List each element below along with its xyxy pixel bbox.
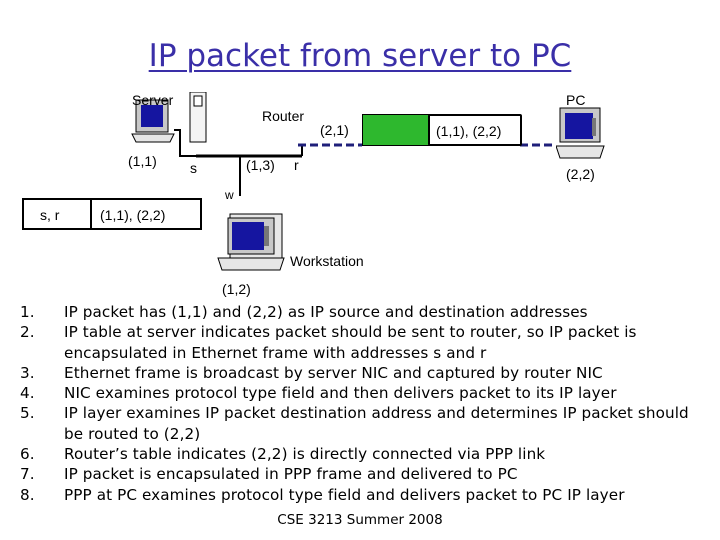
router-nic-label: r: [294, 157, 299, 173]
list-item: 2. IP table at server indicates packet sh…: [20, 322, 710, 363]
step-text: Router’s table indicates (2,2) is direct…: [64, 445, 546, 464]
eth-payload-box: (1,1), (2,2): [90, 198, 202, 230]
step-text: NIC examines protocol type field and the…: [64, 384, 617, 403]
ppp-frame-box: (1,1), (2,2): [428, 114, 522, 146]
step-number: 2.: [20, 323, 35, 342]
eth-frame-addresses: s, r: [40, 207, 60, 223]
list-item: 7. IP packet is encapsulated in PPP frame…: [20, 464, 710, 484]
pc-icon: [556, 107, 605, 159]
server-nic-label: s: [190, 160, 197, 176]
step-number: 4.: [20, 384, 35, 403]
router-label: Router: [262, 108, 305, 124]
slide-title: IP packet from server to PC: [148, 38, 572, 74]
list-item: 6. Router’s table indicates (2,2) is dire…: [20, 444, 710, 464]
router-eth-address: (1,3): [246, 157, 275, 173]
footer: CSE 3213 Summer 2008: [277, 512, 443, 528]
step-text: IP layer examines IP packet destination …: [64, 404, 689, 443]
workstation-label: Workstation: [290, 253, 364, 269]
workstation-address: (1,2): [222, 281, 251, 297]
router-ppp-address: (2,1): [320, 122, 349, 138]
step-text: IP packet is encapsulated in PPP frame a…: [64, 465, 518, 484]
ppp-frame-addresses: (1,1), (2,2): [436, 123, 502, 139]
pc-address: (2,2): [566, 166, 595, 182]
list-item: 8. PPP at PC examines protocol type field…: [20, 485, 710, 505]
list-item: 4. NIC examines protocol type field and t…: [20, 383, 710, 403]
list-item: 5. IP layer examines IP packet destinatio…: [20, 403, 710, 444]
step-text: IP packet has (1,1) and (2,2) as IP sour…: [64, 303, 588, 321]
step-number: 8.: [20, 485, 35, 504]
step-number: 5.: [20, 404, 35, 423]
step-text: Ethernet frame is broadcast by server NI…: [64, 363, 603, 382]
workstation-nic-label: w: [225, 188, 234, 202]
pc-label: PC: [566, 92, 586, 108]
eth-header-box: s, r: [22, 198, 92, 230]
step-number: 6.: [20, 445, 35, 464]
list-item: 1. IP packet has (1,1) and (2,2) as IP so…: [20, 302, 710, 322]
steps-list: 1. IP packet has (1,1) and (2,2) as IP so…: [20, 302, 710, 505]
server-label: Server: [132, 92, 174, 108]
server-address: (1,1): [128, 153, 157, 169]
list-item: 3. Ethernet frame is broadcast by server …: [20, 363, 710, 383]
server-link: [174, 129, 196, 157]
step-number: 7.: [20, 465, 35, 484]
step-text: IP table at server indicates packet shou…: [64, 323, 637, 362]
workstation-icon: [217, 213, 285, 271]
server-icon: [131, 92, 207, 143]
step-number: 3.: [20, 363, 35, 382]
step-number: 1.: [20, 303, 35, 321]
eth-packet-addresses: (1,1), (2,2): [100, 207, 166, 223]
router-box: [362, 114, 430, 146]
network-links: [174, 129, 552, 196]
step-text: PPP at PC examines protocol type field a…: [64, 485, 625, 504]
